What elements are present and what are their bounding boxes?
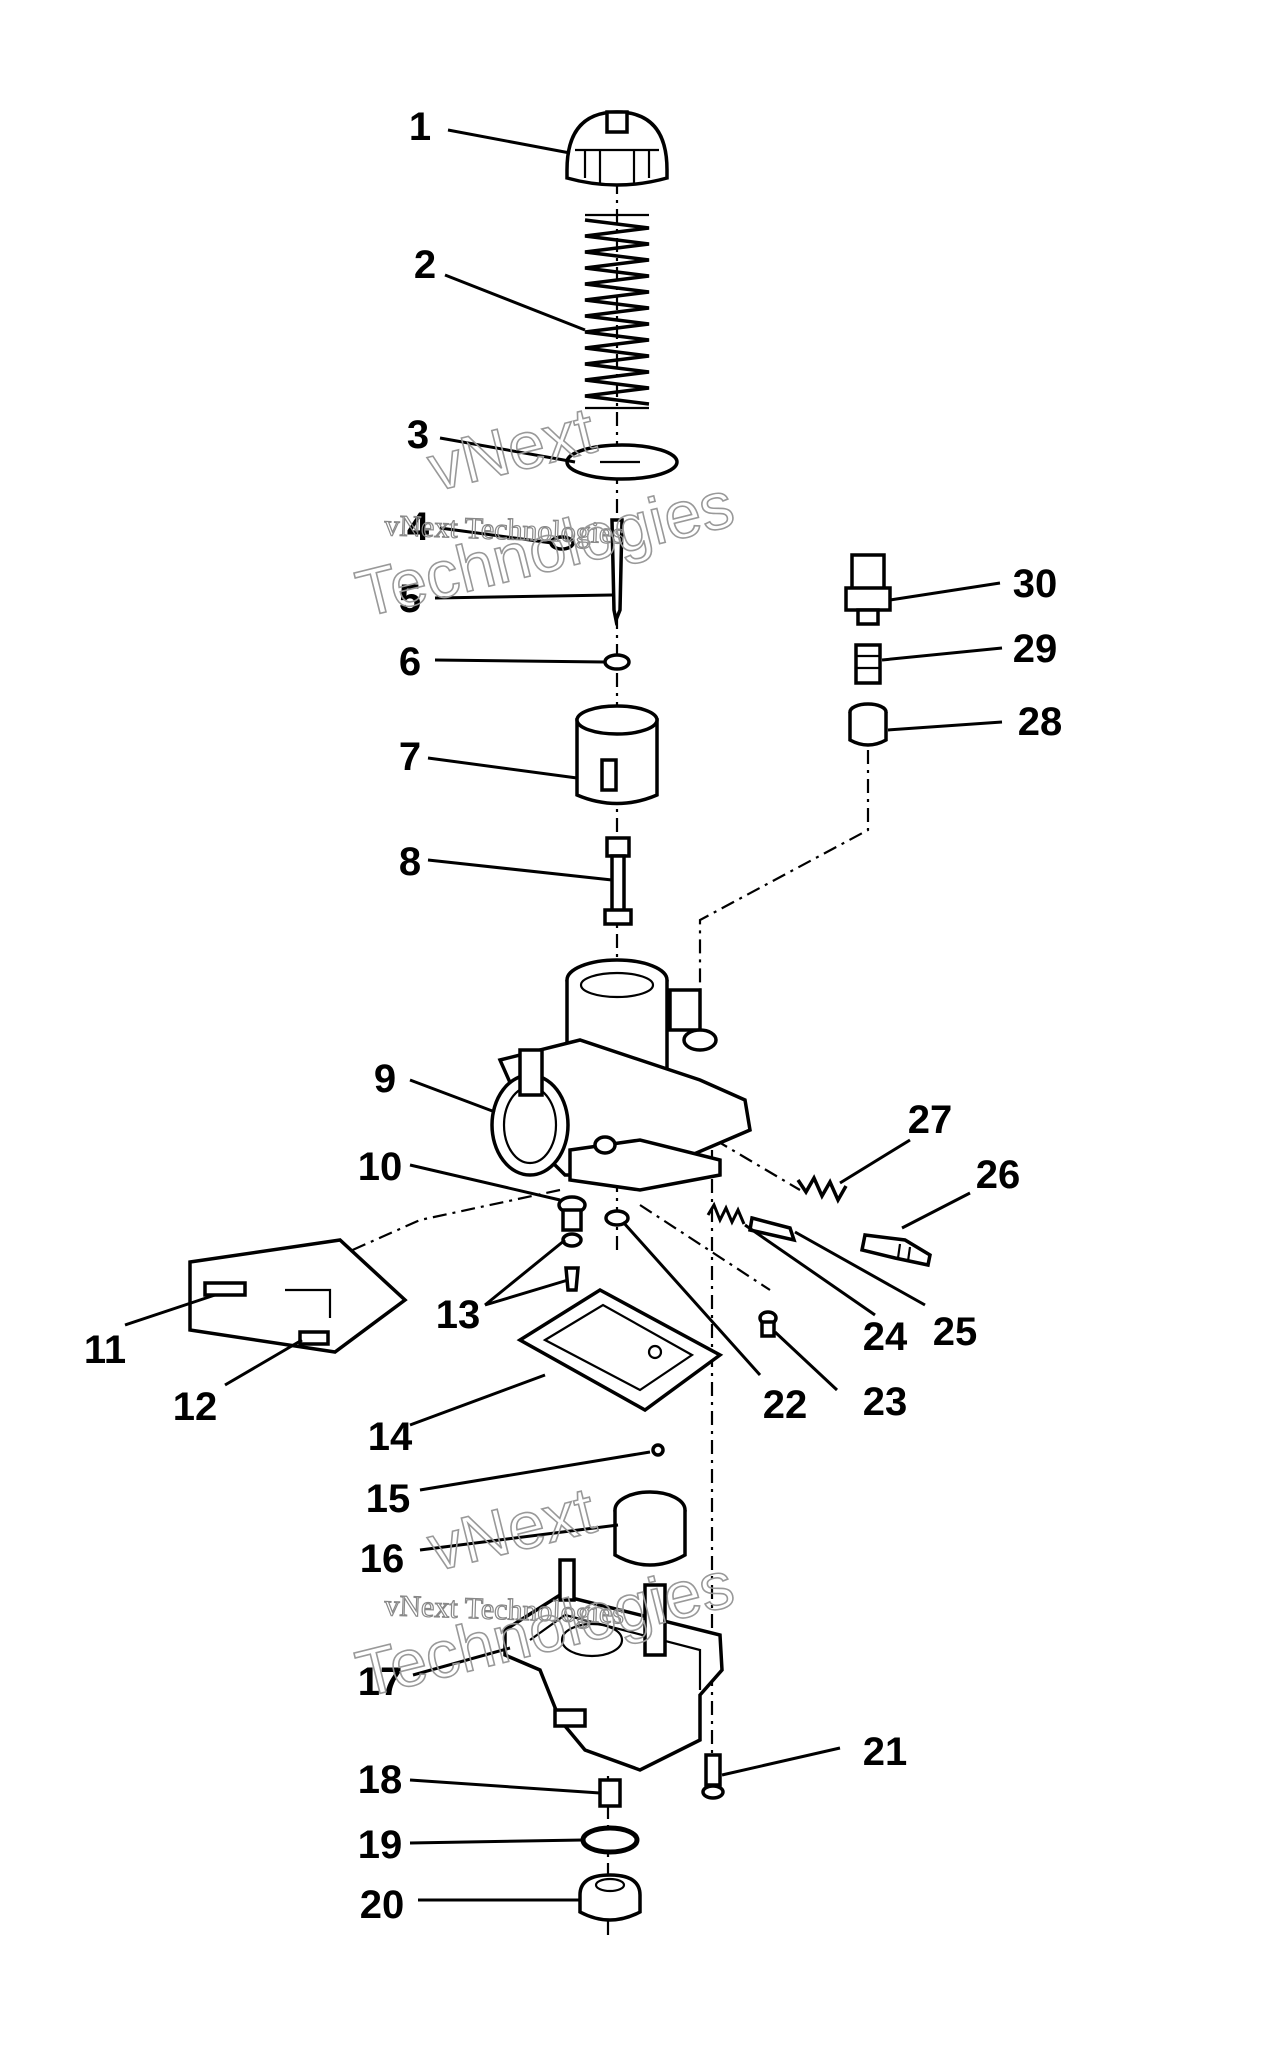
callout-6: 6 xyxy=(399,640,421,684)
callout-24: 24 xyxy=(863,1315,908,1359)
callout-12: 12 xyxy=(173,1385,218,1429)
part-screw xyxy=(603,836,633,926)
part-pilot-jet xyxy=(758,1310,778,1338)
part-needle xyxy=(610,518,624,627)
callout-27: 27 xyxy=(908,1098,953,1142)
part-float-cup xyxy=(613,1490,687,1567)
part-top-cap xyxy=(565,110,669,187)
callout-29: 29 xyxy=(1013,627,1058,671)
callout-28: 28 xyxy=(1018,700,1063,744)
watermark-upper-tech: Technologies xyxy=(349,466,741,631)
callout-25: 25 xyxy=(933,1310,978,1354)
callout-22: 22 xyxy=(763,1383,808,1427)
part-float-pin xyxy=(298,1330,330,1346)
part-air-screw xyxy=(748,1215,797,1243)
callout-13: 13 xyxy=(436,1293,481,1337)
part-fitting-cap xyxy=(848,702,888,747)
part-float-bowl xyxy=(503,1558,724,1772)
callout-4: 4 xyxy=(407,505,430,549)
part-air-screw-spring xyxy=(706,1201,746,1226)
callout-10: 10 xyxy=(358,1145,403,1189)
callout-9: 9 xyxy=(374,1057,396,1101)
part-float-needle xyxy=(651,1443,665,1457)
callout-1: 1 xyxy=(409,105,431,149)
callout-11: 11 xyxy=(84,1328,126,1372)
callout-labels: 1 2 3 4 5 6 7 8 9 10 11 12 13 14 15 16 1… xyxy=(84,105,1062,1927)
callout-7: 7 xyxy=(399,735,421,779)
callout-2: 2 xyxy=(414,243,436,287)
watermark-upper: vNext vNext Technologies Technologies xyxy=(348,392,741,632)
callout-17: 17 xyxy=(358,1660,403,1704)
callout-5: 5 xyxy=(399,577,421,621)
callout-19: 19 xyxy=(358,1823,403,1867)
callout-30: 30 xyxy=(1013,562,1058,606)
part-jet-washer xyxy=(604,1209,630,1227)
callout-23: 23 xyxy=(863,1380,908,1424)
part-spring xyxy=(584,213,650,410)
callout-20: 20 xyxy=(360,1883,405,1927)
callout-16: 16 xyxy=(360,1537,405,1581)
part-fitting-spring xyxy=(854,643,882,685)
part-main-jet xyxy=(557,1195,587,1292)
part-bolt xyxy=(701,1753,725,1800)
part-o-ring xyxy=(580,1825,640,1855)
part-washer xyxy=(603,653,631,671)
callout-3: 3 xyxy=(407,413,429,457)
part-idle-screw xyxy=(859,1233,932,1268)
callout-26: 26 xyxy=(976,1153,1021,1197)
callout-21: 21 xyxy=(863,1730,908,1774)
part-float xyxy=(188,1238,408,1354)
part-idle-spring xyxy=(796,1174,848,1204)
watermark-upper-brand: vNext xyxy=(421,392,603,505)
callout-14: 14 xyxy=(368,1415,413,1459)
part-fitting-nut xyxy=(844,553,892,626)
leader-lines xyxy=(124,128,1003,1902)
callout-15: 15 xyxy=(366,1477,411,1521)
callout-8: 8 xyxy=(399,840,421,884)
part-bowl-cap xyxy=(578,1873,642,1922)
part-drain-screw xyxy=(598,1778,622,1808)
part-gasket xyxy=(516,1287,724,1413)
callout-18: 18 xyxy=(358,1758,403,1802)
part-carburetor-body xyxy=(490,958,752,1192)
part-throttle-slide xyxy=(575,704,659,806)
